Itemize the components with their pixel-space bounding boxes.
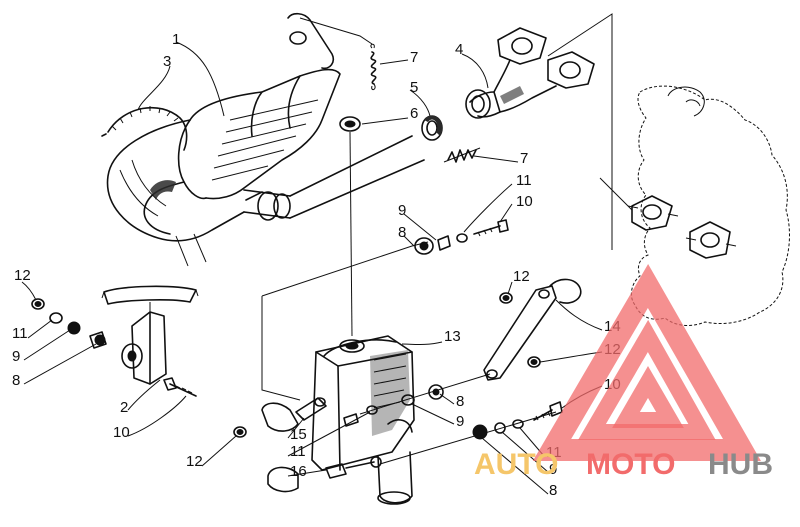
watermark-word-moto: MOTO bbox=[586, 448, 675, 481]
support-link-arm bbox=[483, 278, 582, 381]
callout-c8d: 8 bbox=[549, 482, 557, 499]
callout-c13: 13 bbox=[444, 328, 461, 345]
callout-c12b: 12 bbox=[513, 268, 530, 285]
watermark-text: AUTO MOTO HUB bbox=[474, 448, 773, 481]
callout-c11c: 11 bbox=[290, 443, 306, 460]
callout-c16: 16 bbox=[290, 463, 307, 480]
callout-c10c: 10 bbox=[113, 424, 130, 441]
left-fastener-set bbox=[31, 298, 197, 397]
callout-c3: 3 bbox=[163, 53, 171, 70]
callout-c1: 1 bbox=[172, 31, 180, 48]
canister-fastener-set bbox=[233, 373, 563, 493]
callout-c5: 5 bbox=[410, 79, 418, 96]
exhaust-gasket bbox=[339, 116, 361, 132]
exhaust-spring-lower bbox=[443, 147, 481, 163]
callout-c8c: 8 bbox=[456, 393, 464, 410]
exhaust-spring-upper bbox=[370, 43, 377, 91]
callout-c9c: 9 bbox=[456, 413, 464, 430]
callout-c10a: 10 bbox=[516, 193, 533, 210]
callout-c6: 6 bbox=[410, 105, 418, 122]
callout-c8b: 8 bbox=[12, 372, 20, 389]
callout-c9d: 9 bbox=[549, 461, 557, 478]
exhaust-manifold bbox=[465, 27, 595, 119]
callout-c9b: 9 bbox=[12, 348, 20, 365]
mid-fastener-set bbox=[414, 219, 509, 255]
watermark-word-auto: AUTO bbox=[474, 448, 558, 481]
heat-shield-strap bbox=[101, 106, 188, 151]
callout-leaders bbox=[21, 41, 603, 495]
callout-c12a: 12 bbox=[14, 267, 31, 284]
callout-c11b: 11 bbox=[12, 325, 28, 342]
callout-c7b: 7 bbox=[520, 150, 528, 167]
exhaust-seal-ring bbox=[421, 115, 443, 141]
callout-c9a: 9 bbox=[398, 202, 406, 219]
callout-c4: 4 bbox=[455, 41, 463, 58]
watermark-logo bbox=[532, 264, 761, 461]
engine-port-upper bbox=[627, 195, 679, 231]
callout-c15: 15 bbox=[290, 426, 307, 443]
leader-line-gasket bbox=[349, 131, 353, 337]
engine-outline bbox=[547, 13, 790, 326]
mounting-bracket bbox=[101, 285, 199, 385]
engine-port-lower bbox=[685, 221, 737, 259]
muffler-canister bbox=[311, 335, 415, 505]
callout-c12d: 12 bbox=[186, 453, 203, 470]
watermark-word-hub: HUB bbox=[708, 448, 773, 481]
callout-c7a: 7 bbox=[410, 49, 418, 66]
callout-c8a: 8 bbox=[398, 224, 406, 241]
expansion-chamber bbox=[106, 12, 425, 267]
callout-c2: 2 bbox=[120, 399, 128, 416]
callout-c11a: 11 bbox=[516, 172, 532, 189]
